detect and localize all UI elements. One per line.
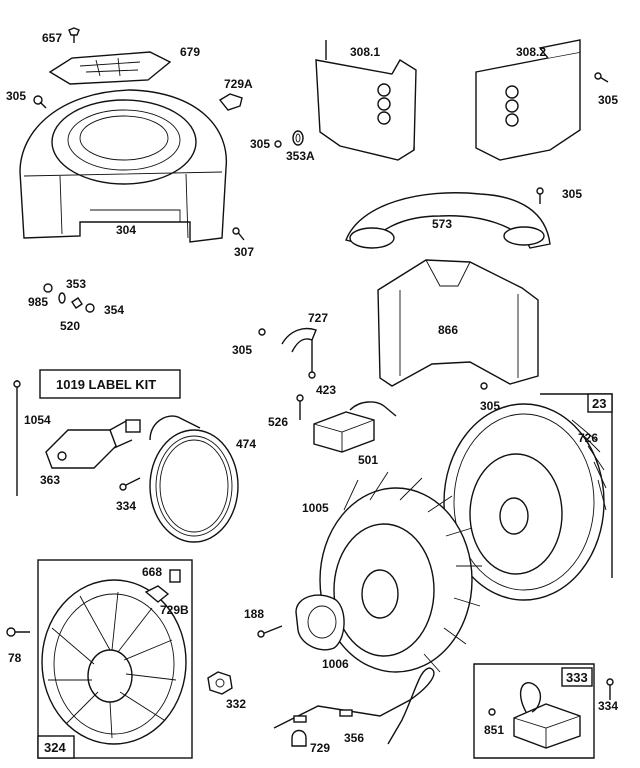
part-334-screw-b <box>606 678 614 700</box>
label-304: 304 <box>116 223 136 237</box>
part-353A-grommet <box>292 130 304 146</box>
label-box-324: 324 <box>44 740 66 755</box>
part-332-nut <box>207 671 233 695</box>
label-727: 727 <box>308 311 328 325</box>
part-308-2-shroud <box>475 39 581 161</box>
label-423: 423 <box>316 383 336 397</box>
part-679-plate <box>48 51 172 85</box>
label-78: 78 <box>8 651 22 665</box>
part-526-screw <box>296 394 304 420</box>
part-305-screw-c <box>594 72 609 83</box>
part-354-washer <box>85 303 95 313</box>
part-1006-starter-cup <box>295 594 345 651</box>
part-729-clip <box>291 729 307 747</box>
label-box-333: 333 <box>566 670 588 685</box>
part-305-screw-f <box>480 382 488 390</box>
part-308-1-shroud <box>315 40 417 161</box>
flywheel-box-23 <box>540 393 613 578</box>
part-356-ground-wire <box>273 667 435 745</box>
label-501: 501 <box>358 453 378 467</box>
label-729: 729 <box>310 741 330 755</box>
label-305-c: 305 <box>598 93 618 107</box>
part-423-screw <box>308 371 316 379</box>
label-334-b: 334 <box>598 699 618 713</box>
label-679: 679 <box>180 45 200 59</box>
part-1005-fan <box>319 471 482 673</box>
label-520: 520 <box>60 319 80 333</box>
label-526: 526 <box>268 415 288 429</box>
part-1054-cable-tie <box>13 380 21 496</box>
part-727-bracket <box>281 327 317 372</box>
part-729A-clip <box>218 93 243 111</box>
label-308-2: 308.2 <box>516 45 546 59</box>
part-305-screw-a <box>33 95 47 109</box>
label-305-b: 305 <box>250 137 270 151</box>
label-573: 573 <box>432 217 452 231</box>
label-985: 985 <box>28 295 48 309</box>
label-305-e: 305 <box>232 343 252 357</box>
label-305-d: 305 <box>562 187 582 201</box>
label-305-f: 305 <box>480 399 500 413</box>
part-334-screw-a <box>119 477 141 491</box>
part-305-screw-e <box>258 328 266 336</box>
part-851-ignition-coil <box>488 682 581 749</box>
part-363-bracket <box>45 419 133 469</box>
part-866-shroud <box>377 259 539 387</box>
label-box-23: 23 <box>592 396 606 411</box>
label-729A: 729A <box>224 77 253 91</box>
label-305-a: 305 <box>6 89 26 103</box>
part-726-flywheel <box>443 403 607 601</box>
part-78-screw <box>6 627 30 637</box>
label-188: 188 <box>244 607 264 621</box>
label-1006: 1006 <box>322 657 349 671</box>
part-305-screw-b <box>274 140 282 148</box>
label-353: 353 <box>66 277 86 291</box>
label-363: 363 <box>40 473 60 487</box>
part-324-rotating-screen <box>41 579 187 745</box>
label-729B: 729B <box>160 603 189 617</box>
part-353-grommet <box>58 292 66 304</box>
part-520-clip <box>71 297 83 309</box>
label-356: 356 <box>344 731 364 745</box>
label-354: 354 <box>104 303 124 317</box>
label-657: 657 <box>42 31 62 45</box>
label-kit-title: 1019 LABEL KIT <box>56 377 156 392</box>
label-332: 332 <box>226 697 246 711</box>
label-474: 474 <box>236 437 256 451</box>
label-866: 866 <box>438 323 458 337</box>
coil-box-333 <box>473 663 595 759</box>
label-kit-box <box>39 369 181 399</box>
part-668-screw <box>169 569 181 583</box>
part-501-rectifier <box>313 401 397 453</box>
label-1054: 1054 <box>24 413 51 427</box>
part-307-screw <box>232 227 245 241</box>
label-851: 851 <box>484 723 504 737</box>
part-985-nut <box>43 283 53 293</box>
part-573-baffle <box>345 192 551 249</box>
screen-box-324 <box>37 559 193 759</box>
part-304-blower-housing <box>19 89 228 243</box>
label-668: 668 <box>142 565 162 579</box>
label-353A: 353A <box>286 149 315 163</box>
part-729B-clip <box>144 585 170 603</box>
label-1005: 1005 <box>302 501 329 515</box>
label-726: 726 <box>578 431 598 445</box>
label-334-a: 334 <box>116 499 136 513</box>
label-308-1: 308.1 <box>350 45 380 59</box>
part-188-screw <box>257 625 283 638</box>
part-657-screw <box>68 27 80 43</box>
part-474-stator <box>125 415 239 543</box>
part-305-screw-d <box>536 187 544 204</box>
label-307: 307 <box>234 245 254 259</box>
